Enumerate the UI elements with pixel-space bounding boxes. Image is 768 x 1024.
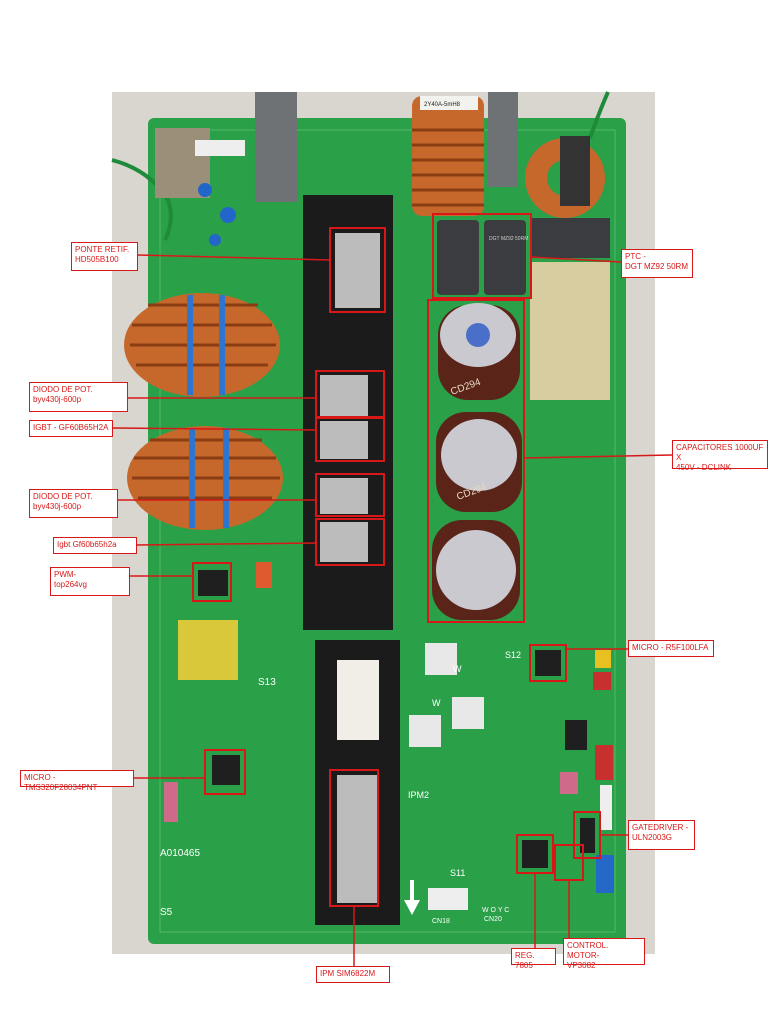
micro-tms320 (212, 755, 240, 785)
black-connector (565, 720, 587, 750)
label-igbt-1: IGBT - GF60B65H2A (29, 420, 113, 437)
box-capacitores (427, 299, 525, 623)
ground-wire (111, 158, 173, 241)
label-ptc: PTC - DGT MZ92 50RM (621, 249, 693, 278)
label-pwm: PWM- top264vg (50, 567, 130, 596)
blue-capacitor (209, 234, 221, 246)
igbt-1 (320, 421, 368, 459)
white-connector (600, 785, 612, 830)
choke-right-clip (560, 136, 590, 206)
label-reg: REG. 7805 (511, 948, 556, 970)
ipm-module-upper (337, 660, 379, 740)
pink-switch (560, 772, 578, 794)
bridge-rectifier (335, 233, 380, 308)
connector-pink (164, 782, 178, 822)
choke-text: 2Y40A-5mH8 (424, 102, 461, 108)
silk-ipm2: IPM2 (408, 790, 429, 800)
relay-block (488, 92, 518, 187)
silk-s5: S5 (160, 907, 173, 918)
box-diodo2 (315, 473, 385, 517)
silk-w2: W (432, 698, 441, 708)
label-gatedriver: GATEDRIVER - ULN2003G (628, 820, 695, 850)
pwm-ic (198, 570, 228, 596)
white-connector-bottom (428, 888, 468, 910)
box-pwm (192, 562, 232, 602)
igbt-2 (320, 522, 368, 562)
red-connector (593, 672, 611, 690)
label-diodo-pot-2: DIODO DE POT. byv430j-600p (29, 489, 118, 518)
red-connector (595, 745, 613, 780)
label-capacitores: CAPACITORES 1000UF X 450V - DCLINK (672, 440, 768, 472)
blue-connector (596, 855, 614, 893)
silk-cn20: CN20 (484, 916, 502, 923)
smps-transformer (178, 620, 238, 680)
box-micro1 (529, 644, 567, 682)
silk-s11: S11 (450, 868, 465, 878)
yellow-connector (595, 650, 611, 668)
white-arrow (404, 880, 420, 915)
orange-capacitor (256, 562, 272, 588)
box-igbt2 (315, 518, 385, 566)
fuse (195, 140, 245, 156)
silk-s12: S12 (505, 650, 521, 660)
ipm-module (337, 775, 379, 903)
box-igbt1 (315, 417, 385, 462)
white-terminals (409, 643, 484, 747)
blue-capacitor (220, 207, 236, 223)
silk-w1: W (453, 664, 462, 674)
ptc-component-1 (437, 220, 479, 295)
label-igbt-2: Igbt Gf60b65h2a (53, 537, 137, 554)
annotation-boxes (192, 213, 601, 907)
micro-r5f (535, 650, 561, 676)
label-diodo-pot-1: DIODO DE POT. byv430j-600p (29, 382, 128, 412)
label-micro-tms320: MICRO - TMS320F28034PNT (20, 770, 134, 792)
leader-lines (112, 254, 673, 966)
silk-woy: W O Y C (482, 907, 509, 914)
ground-wire-right (588, 91, 610, 139)
choke-core (412, 96, 484, 216)
diode-2 (320, 478, 368, 514)
beige-relay (530, 262, 610, 400)
relay-big (530, 218, 610, 258)
label-micro-r5f: MICRO - R5F100LFA (628, 640, 714, 657)
box-ponte (329, 227, 386, 313)
choke-label-tag (420, 96, 478, 110)
box-micro2 (204, 749, 246, 795)
regulator-7805 (522, 840, 548, 868)
label-control-motor: CONTROL. MOTOR- VP3082 (563, 938, 645, 970)
dc-link-capacitors (432, 303, 522, 620)
label-ipm: IPM SIM6822M (316, 966, 390, 983)
diode-1 (320, 375, 368, 417)
blue-capacitor (198, 183, 212, 197)
ptc-top-text: DGT MZ92 50RM (489, 236, 528, 242)
silk-a010465: A010465 (160, 848, 200, 859)
pcb-silkscreen-band (159, 129, 616, 933)
silk-cn18: CN18 (432, 918, 450, 925)
label-ponte-retif: PONTE RETIF. HD505B100 (71, 242, 138, 271)
silk-s13: S13 (258, 677, 276, 688)
ptc-component-2 (484, 220, 526, 295)
box-ptc (432, 213, 532, 299)
film-capacitor-top (255, 92, 297, 202)
